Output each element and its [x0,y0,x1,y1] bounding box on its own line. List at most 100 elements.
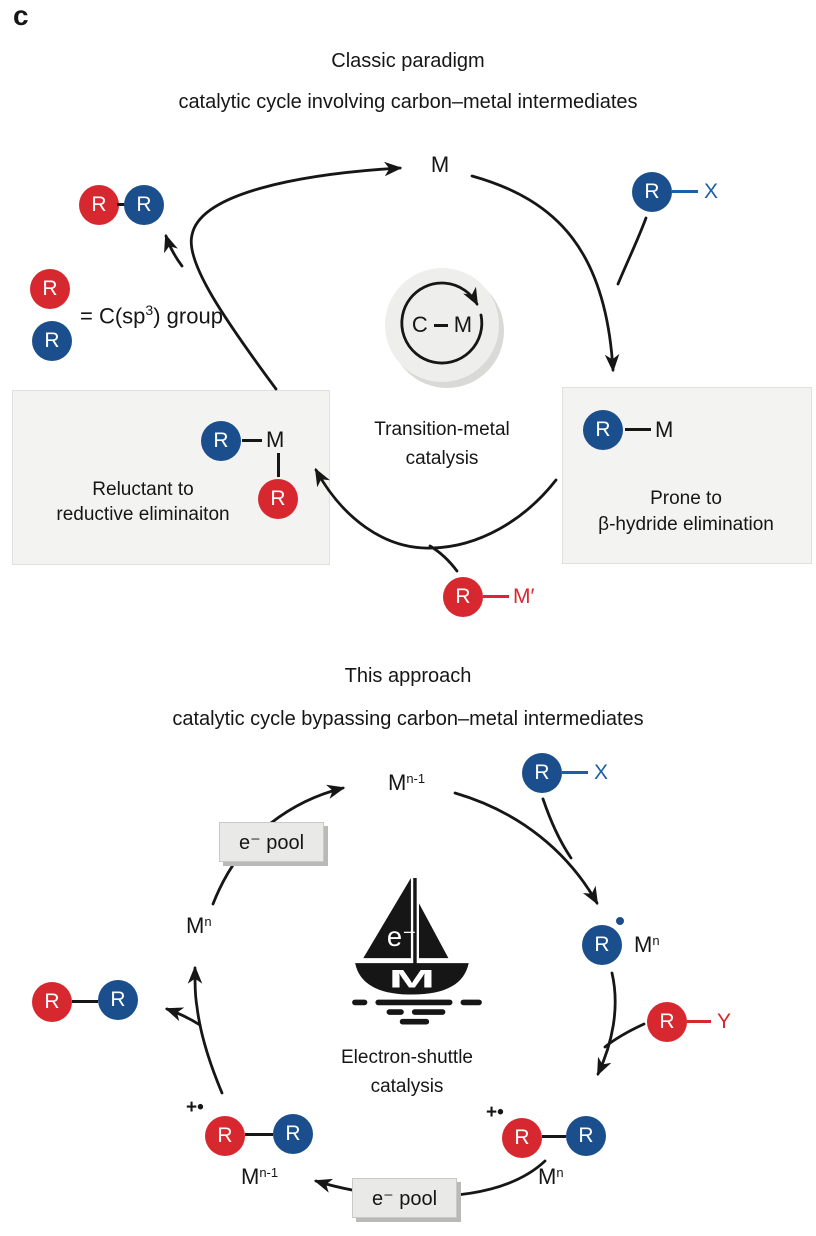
right-box-caption-line1: Prone to [650,488,722,509]
legend-sup: 3 [145,302,154,318]
atom-r-red: R [443,577,483,617]
badge-m: M [453,312,473,337]
atom-r-blue: R [632,172,672,212]
badge-caption-line2: catalysis [405,448,479,469]
reagent-y-label: Y [717,1010,732,1033]
pool-box-top: e⁻ pool [219,822,324,862]
m-base: M [186,913,205,938]
right-box-caption: Prone to β-hydride elimination [562,486,810,538]
boat-small-sail [419,903,449,959]
boat-electron-label: e⁻ [387,921,417,952]
arrow-to-mn [187,965,224,1095]
m-base: M [241,1164,260,1189]
connector-rm-prime [428,544,459,573]
bond [242,439,262,442]
atom-r-red: R [647,1002,687,1042]
radical-m-label: Mn [634,932,660,958]
metal-top-label: M [430,152,450,177]
atom-r-blue: R [583,410,623,450]
bond-rr [542,1135,566,1138]
legend-suffix: ) group [153,303,223,329]
atom-r-blue: R [201,421,241,461]
arrow-radical-coupling [596,971,617,1077]
badge-caption: Transition-metal catalysis [342,415,542,473]
atom-r-red: R [502,1118,542,1158]
bond-rm-prime [483,595,509,598]
atom-r-red: R [258,479,298,519]
bond-ry [687,1020,711,1023]
boat-metal-label: M [389,965,436,993]
pool-bottom-label: e⁻ pool [371,1187,438,1210]
radical-dot [616,917,624,925]
right-box-caption-line2: β-hydride elimination [598,514,774,535]
atom-r-red: R [79,185,119,225]
atom-r-blue: R [273,1114,313,1154]
left-box-m-label: M [266,427,285,452]
shuttle-caption-line1: Electron-shuttle [340,1047,473,1068]
m-base: M [634,932,653,957]
bond [277,453,280,477]
m-base: M [538,1164,557,1189]
legend-atom-red: R [30,269,70,309]
m-sup: n [204,914,212,929]
right-box-m-label: M [655,417,674,442]
charge-label: +• [486,1102,504,1123]
m-sup: n [556,1165,564,1180]
reagent-m-prime-label: M′ [513,585,535,608]
connector-rx-2 [541,797,573,860]
m-sup: n-1 [406,771,426,786]
left-box-caption-line1: Reluctant to [92,479,194,500]
badge-caption-line1: Transition-metal [374,419,510,440]
substrate-x-label: X [594,761,609,784]
shuttle-caption: Electron-shuttle catalysis [307,1043,507,1101]
connector-ry [603,1022,646,1049]
badge-c: C [411,312,428,337]
panel-label: c [13,0,29,31]
cation-right-m-label: Mn [538,1164,564,1190]
shuttle-title: This approach [344,665,472,687]
atom-r-red: R [205,1116,245,1156]
pool-box-bottom: e⁻ pool [352,1178,457,1218]
m-top-label: Mn-1 [388,770,425,796]
bond-rr [117,203,126,206]
bond [433,323,448,327]
boat-water [352,999,482,1025]
left-box-caption: Reluctant to reductive eliminaiton [23,477,263,527]
bond-rr [245,1133,273,1136]
legend-eq: = C(sp [80,303,146,329]
connector-rx [616,216,648,286]
boat-hull [355,963,469,995]
arrow-product-branch-2 [164,1007,202,1027]
substrate-x-label: X [704,180,719,203]
bond-rr [72,1000,98,1003]
atom-r-blue: R [124,185,164,225]
atom-r-red: R [32,982,72,1022]
classic-subtitle: catalytic cycle involving carbon–metal i… [178,91,638,113]
legend-atom-blue: R [32,321,72,361]
m-left-label: Mn [186,913,212,939]
electron-shuttle-boat-icon: e⁻ M [352,878,482,1025]
m-base: M [388,770,407,795]
legend-text: = C(sp3) group [80,302,223,329]
boat-main-sail [363,878,411,959]
badge-cm-label: C M [385,268,499,382]
shuttle-caption-line2: catalysis [370,1076,444,1097]
atom-r-blue: R [522,753,562,793]
reductive-elimination-box [12,390,330,565]
bond [625,428,651,431]
atom-r-blue: R [98,980,138,1020]
atom-r-blue: R [566,1116,606,1156]
arrow-reductive-elimination [189,161,403,391]
boat-mast [413,878,417,970]
m-sup: n [652,933,660,948]
m-sup: n-1 [259,1165,279,1180]
classic-title: Classic paradigm [331,50,485,72]
cation-left-m-label: Mn-1 [241,1164,278,1190]
bond-rx [562,771,588,774]
shuttle-subtitle: catalytic cycle bypassing carbon–metal i… [172,708,644,730]
left-box-caption-line2: reductive eliminaiton [56,504,230,525]
atom-r-blue: R [582,925,622,965]
arrow-transmetalation [314,468,558,550]
bond-rx [672,190,698,193]
